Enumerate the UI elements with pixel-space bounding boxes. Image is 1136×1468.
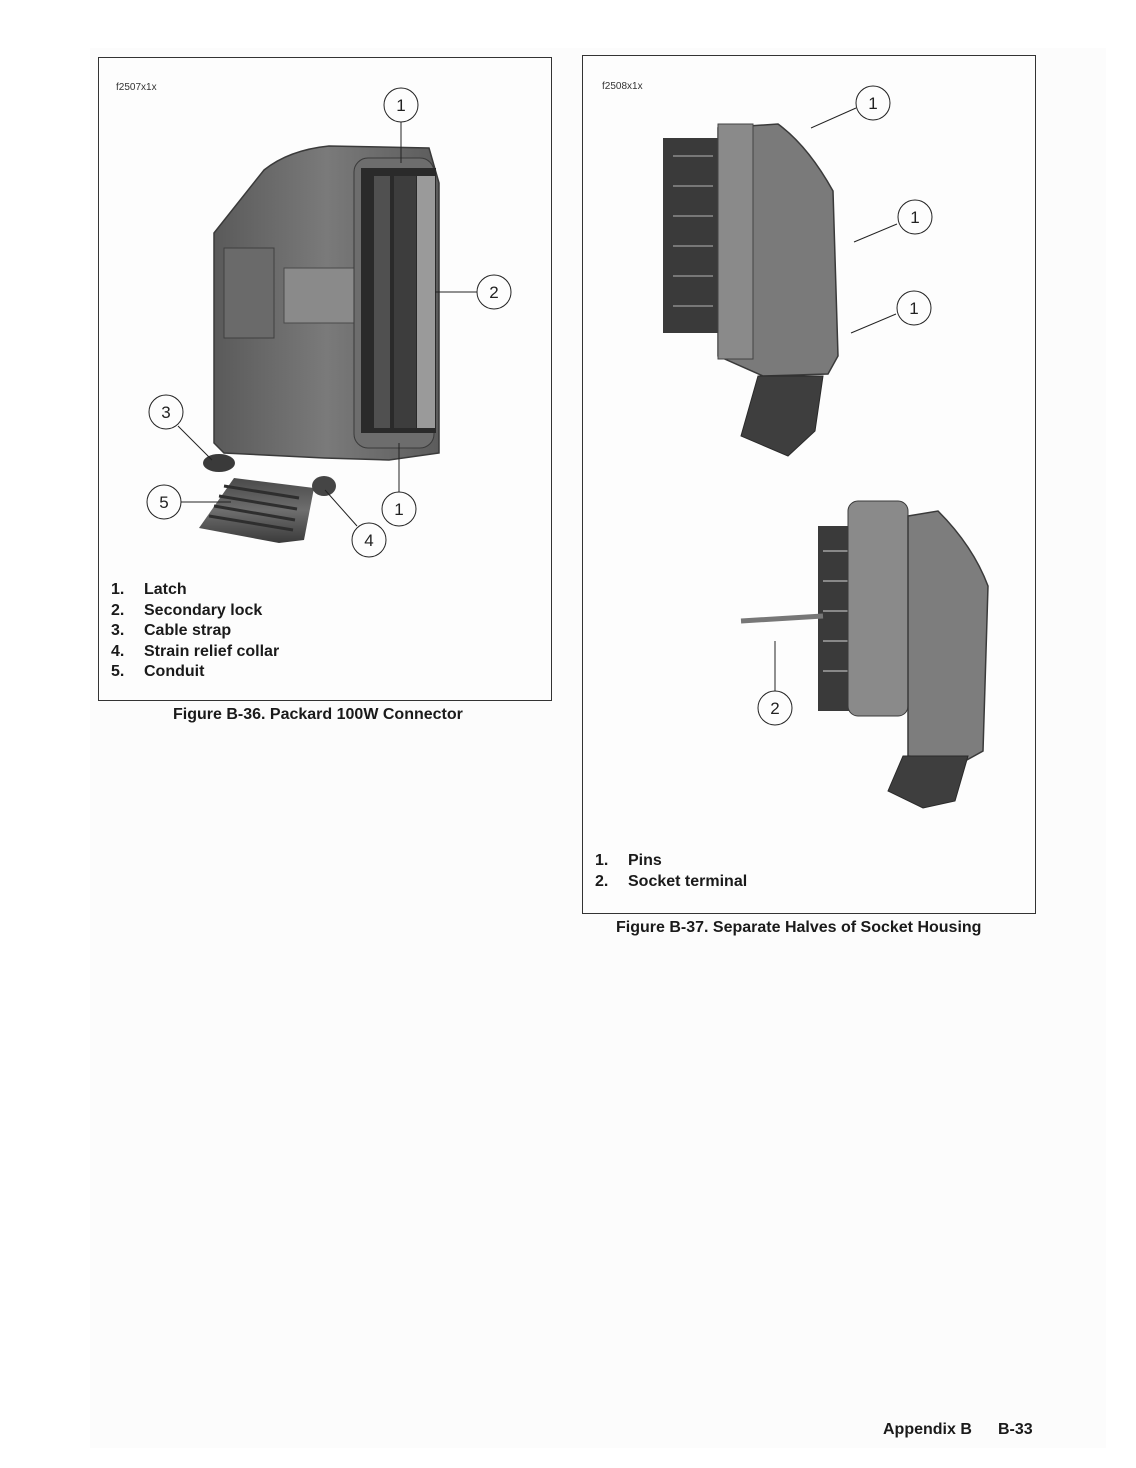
legend-number: 2. <box>595 872 609 890</box>
pin-face <box>361 168 436 433</box>
callout-label: 2 <box>770 699 779 718</box>
legend-label: Latch <box>144 581 187 598</box>
legend-label: Secondary lock <box>144 601 263 619</box>
callout-b36-1-top: 1 <box>383 87 419 163</box>
callout-label: 1 <box>394 500 403 519</box>
figure-b36-legend: 1. Latch 2. Secondary lock 3. Cable stra… <box>111 580 279 683</box>
figure-b37-legend: 1. Pins 2. Socket terminal <box>595 851 747 892</box>
figure-b36-frame: f2507x1x <box>98 57 552 701</box>
legend-number: 3. <box>111 622 125 639</box>
callout-b36-5: 5 <box>146 484 231 520</box>
callout-label: 1 <box>868 94 877 113</box>
upper-pin-header <box>663 138 718 333</box>
callout-label: 1 <box>909 299 918 318</box>
conduit-shape <box>199 478 314 543</box>
legend-label: Strain relief collar <box>144 642 280 660</box>
legend-number: 1. <box>111 581 125 598</box>
callout-label: 1 <box>910 208 919 227</box>
lower-housing <box>907 510 989 762</box>
legend-number: 4. <box>111 642 125 660</box>
legend-number: 2. <box>111 601 125 619</box>
callout-label: 1 <box>396 96 405 115</box>
legend-number: 1. <box>595 852 609 869</box>
legend-item: 3. Cable strap <box>111 621 279 642</box>
legend-item: 2. Secondary lock <box>111 601 279 622</box>
figure-b37-frame: f2508x1x <box>582 55 1036 914</box>
figure-b36-image-id: f2507x1x <box>116 82 157 93</box>
figure-b37-caption: Figure B-37. Separate Halves of Socket H… <box>616 919 982 936</box>
callout-b36-1-bottom: 1 <box>381 443 417 527</box>
callout-b37-2: 2 <box>757 641 793 726</box>
socket-terminal-pin <box>740 613 824 624</box>
packard-connector-illustration: 1 2 3 4 5 1 <box>146 87 512 558</box>
callout-label: 5 <box>159 493 168 512</box>
callout-b37-1-middle: 1 <box>853 199 933 243</box>
legend-item: 2. Socket terminal <box>595 872 747 893</box>
callout-label: 2 <box>489 283 498 302</box>
lower-conduit <box>887 755 969 809</box>
callout-b36-2: 2 <box>435 274 512 310</box>
callout-b36-3: 3 <box>148 394 213 461</box>
footer-page-number: B-33 <box>998 1421 1033 1438</box>
callout-b37-1-top: 1 <box>810 85 891 129</box>
legend-label: Conduit <box>144 663 205 680</box>
callout-b37-1-bottom: 1 <box>850 290 932 334</box>
legend-label: Cable strap <box>144 622 232 639</box>
legend-label: Pins <box>628 852 662 869</box>
figure-b36-caption: Figure B-36. Packard 100W Connector <box>173 706 463 723</box>
legend-item: 1. Pins <box>595 851 747 872</box>
upper-conduit <box>740 375 824 457</box>
socket-housing-illustration: 1 1 1 2 <box>663 85 989 809</box>
callout-label: 4 <box>364 531 373 550</box>
legend-item: 5. Conduit <box>111 662 279 683</box>
legend-label: Socket terminal <box>628 872 748 890</box>
legend-number: 5. <box>111 663 125 680</box>
callout-b36-4: 4 <box>324 489 387 558</box>
legend-item: 1. Latch <box>111 580 279 601</box>
callout-label: 3 <box>161 403 170 422</box>
figure-b37-image-id: f2508x1x <box>602 81 643 92</box>
footer-section-label: Appendix B <box>883 1421 972 1438</box>
legend-item: 4. Strain relief collar <box>111 642 279 663</box>
